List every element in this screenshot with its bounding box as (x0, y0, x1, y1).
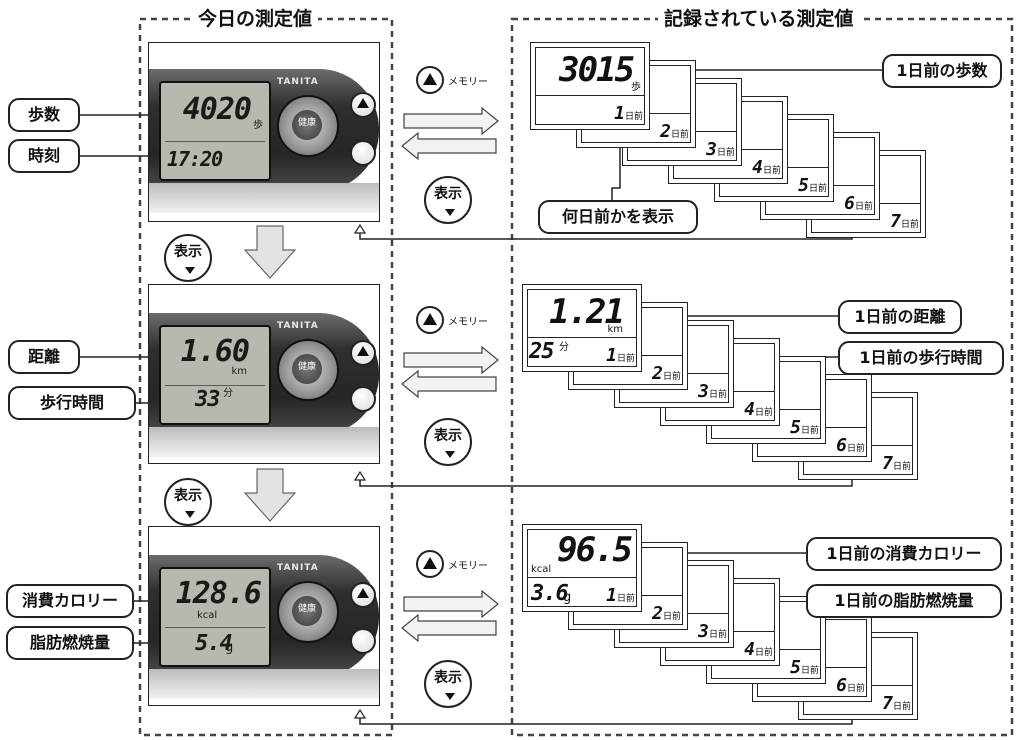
memory-up-button[interactable] (350, 340, 376, 366)
day-indicator: 5日前 (790, 417, 819, 438)
display-button[interactable] (350, 386, 376, 412)
callout-walk: 1日前の歩行時間 (838, 341, 1004, 375)
transfer-arrows-2 (401, 345, 499, 399)
walk-unit: 分 (223, 388, 233, 399)
show-button[interactable]: 表示 (424, 660, 472, 708)
record-calories-unit: kcal (531, 564, 552, 575)
day-indicator: 7日前 (882, 693, 911, 714)
label-steps: 歩数 (8, 98, 80, 132)
day-indicator: 1日前 (606, 345, 635, 366)
day-indicator: 1日前 (614, 103, 643, 124)
steps-unit: 歩 (253, 120, 263, 131)
day-indicator: 7日前 (890, 211, 919, 232)
callout-calories: 1日前の消費カロリー (806, 537, 1002, 571)
day-indicator: 6日前 (836, 435, 865, 456)
day-indicator: 7日前 (882, 453, 911, 474)
record-fat-unit: g (563, 590, 572, 605)
memory-button[interactable]: メモリー (416, 66, 488, 94)
day-indicator: 6日前 (844, 193, 873, 214)
memory-button[interactable]: メモリー (416, 306, 488, 334)
day-indicator: 6日前 (836, 675, 865, 696)
label-walk-time: 歩行時間 (8, 386, 136, 420)
device-screen-distance: 1.60 km 33 分 TANITA 健康 (148, 284, 380, 464)
day-indicator: 4日前 (744, 399, 773, 420)
display-button[interactable] (350, 628, 376, 654)
clock-value: 17:20 (167, 147, 223, 171)
up-triangle-icon (416, 550, 444, 578)
brand-logo: TANITA (277, 77, 319, 87)
records-section-frame (510, 17, 1014, 737)
distance-value: 1.60 (180, 334, 250, 369)
day-indicator: 4日前 (752, 157, 781, 178)
day-indicator: 5日前 (790, 657, 819, 678)
record-steps-unit: 歩 (631, 82, 641, 93)
show-button[interactable]: 表示 (424, 176, 472, 224)
lcd-steps: 4020 歩 17:20 (159, 81, 271, 181)
brand-logo: TANITA (277, 321, 319, 331)
show-button[interactable]: 表示 (424, 418, 472, 466)
fat-unit: g (225, 640, 234, 655)
label-calories: 消費カロリー (6, 584, 134, 618)
record-distance-value: 1.21 (549, 292, 625, 332)
day-indicator: 2日前 (652, 603, 681, 624)
transfer-arrows-1 (401, 106, 499, 161)
calories-value: 128.6 (175, 576, 262, 611)
day-indicator: 1日前 (606, 585, 635, 606)
callout-fat: 1日前の脂肪燃焼量 (806, 584, 1002, 618)
up-triangle-icon (416, 66, 444, 94)
brand-logo: TANITA (277, 563, 319, 573)
show-button[interactable]: 表示 (164, 234, 212, 282)
day-indicator: 3日前 (698, 621, 727, 642)
day-indicator: 2日前 (652, 363, 681, 384)
label-distance: 距離 (8, 340, 80, 374)
day-indicator: 5日前 (798, 175, 827, 196)
lcd-distance: 1.60 km 33 分 (159, 325, 271, 425)
steps-value: 4020 (182, 92, 252, 127)
day-indicator: 2日前 (660, 121, 689, 142)
today-section-title: 今日の測定値 (192, 8, 319, 30)
day-indicator: 4日前 (744, 639, 773, 660)
down-arrow-2 (243, 468, 297, 522)
memory-button[interactable]: メモリー (416, 550, 488, 578)
walk-value: 33 (195, 387, 220, 412)
up-triangle-icon (416, 306, 444, 334)
day-indicator: 3日前 (698, 381, 727, 402)
callout-distance: 1日前の距離 (838, 300, 962, 334)
record-calories-value: 96.5 (557, 530, 633, 570)
record-walk-unit: 分 (559, 342, 569, 353)
callout-steps: 1日前の歩数 (882, 54, 1002, 88)
device-screen-calories: 128.6 kcal 5.4 g TANITA 健康 (148, 526, 380, 706)
device-screen-steps: 4020 歩 17:20 TANITA 健康 (148, 42, 380, 222)
mode-dial[interactable]: 健康 (277, 581, 339, 643)
transfer-arrows-3 (401, 589, 499, 643)
record-fat-value: 3.6 (531, 581, 569, 606)
label-time: 時刻 (8, 139, 80, 173)
record-distance-unit: km (607, 324, 623, 335)
callout-days: 何日前かを表示 (538, 200, 698, 234)
mode-dial[interactable]: 健康 (277, 95, 339, 157)
mode-dial[interactable]: 健康 (277, 339, 339, 401)
calories-unit: kcal (197, 610, 218, 621)
fat-value: 5.4 (195, 631, 233, 656)
record-steps-value: 3015 (559, 50, 635, 90)
distance-unit: km (231, 366, 247, 377)
down-arrow-1 (243, 225, 297, 279)
memory-up-button[interactable] (350, 92, 376, 118)
memory-up-button[interactable] (350, 582, 376, 608)
record-walk-value: 25 (529, 339, 554, 364)
label-fat-burn: 脂肪燃焼量 (6, 626, 134, 660)
display-button[interactable] (350, 140, 376, 166)
lcd-calories: 128.6 kcal 5.4 g (159, 567, 271, 667)
day-indicator: 3日前 (706, 139, 735, 160)
show-button[interactable]: 表示 (164, 478, 212, 526)
records-section-title: 記録されている測定値 (658, 8, 860, 30)
